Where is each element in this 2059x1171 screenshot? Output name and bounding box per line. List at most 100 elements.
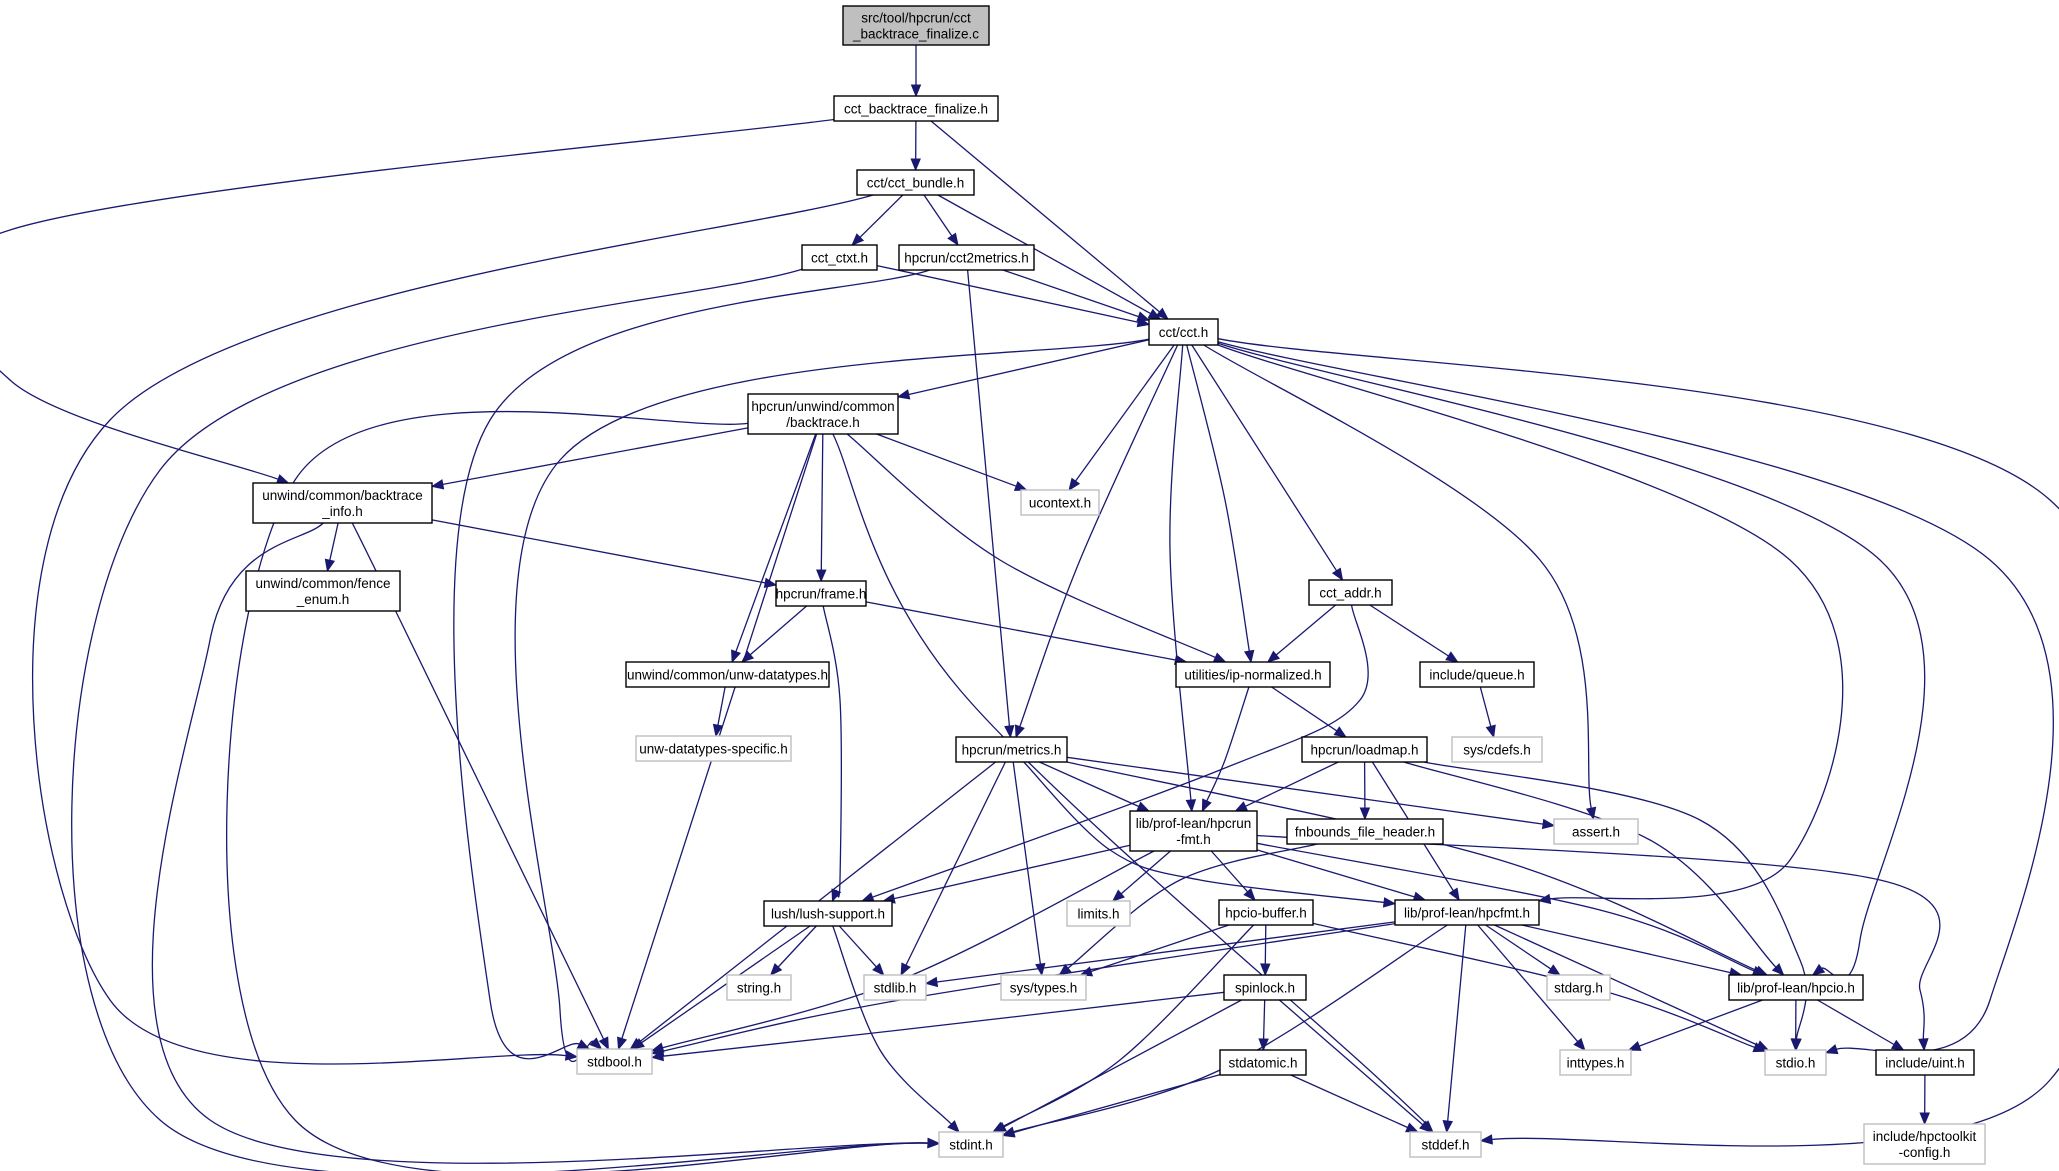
node-box[interactable] xyxy=(1875,1049,1975,1076)
node-limits: limits.h xyxy=(1066,900,1131,927)
node-hpciobuf[interactable]: hpcio-buffer.h xyxy=(1218,899,1314,926)
edge-bundle-to-ctxt xyxy=(859,194,904,238)
node-box[interactable] xyxy=(747,393,899,435)
arrowhead-icon xyxy=(1445,651,1459,663)
node-fence[interactable]: unwind/common/fence_enum.h xyxy=(245,570,401,612)
node-queue[interactable]: include/queue.h xyxy=(1419,661,1535,688)
node-box[interactable] xyxy=(898,244,1035,271)
edge-btinfo-to-frame xyxy=(431,519,766,584)
node-metrics[interactable]: hpcrun/metrics.h xyxy=(955,736,1068,763)
node-box[interactable] xyxy=(833,95,999,122)
arrowhead-icon xyxy=(910,84,922,98)
edge-hpcio-to-inttypes xyxy=(1638,999,1763,1047)
node-label: stdio.h xyxy=(1776,1056,1816,1071)
arrowhead-icon xyxy=(1004,725,1015,739)
node-lush[interactable]: lush/lush-support.h xyxy=(763,900,893,927)
node-bt[interactable]: hpcrun/unwind/common/backtrace.h xyxy=(747,393,899,435)
node-box[interactable] xyxy=(1218,899,1314,926)
arrowhead-icon xyxy=(1035,962,1046,977)
edge-hpcio-to-uint xyxy=(1817,999,1895,1046)
edge-hpcrunfmt-to-lush xyxy=(893,844,1131,900)
node-box xyxy=(726,974,792,1001)
node-hpcio[interactable]: lib/prof-lean/hpcio.h xyxy=(1728,974,1864,1001)
node-fnb[interactable]: fnbounds_file_header.h xyxy=(1286,818,1444,845)
node-unwdt[interactable]: unwind/common/unw-datatypes.h xyxy=(625,661,830,688)
arrowhead-icon xyxy=(1147,308,1162,320)
node-frame[interactable]: hpcrun/frame.h xyxy=(775,580,867,607)
edge-hpciobuf-to-stdio xyxy=(1312,922,1755,1049)
node-stdbool: stdbool.h xyxy=(576,1048,653,1075)
node-root[interactable]: src/tool/hpcrun/cct_backtrace_finalize.c xyxy=(842,5,990,46)
node-box[interactable] xyxy=(1129,810,1258,852)
node-box[interactable] xyxy=(1301,736,1428,763)
node-box[interactable] xyxy=(1419,661,1535,688)
node-ipnorm[interactable]: utilities/ip-normalized.h xyxy=(1175,661,1331,688)
node-unwdts: unw-datatypes-specific.h xyxy=(635,735,792,762)
node-cbf[interactable]: cct_backtrace_finalize.h xyxy=(833,95,999,122)
node-c2m[interactable]: hpcrun/cct2metrics.h xyxy=(898,244,1035,271)
node-label: cct_addr.h xyxy=(1319,586,1381,601)
arrowhead-icon xyxy=(1382,897,1397,908)
edge-hpcfmt-to-stdio xyxy=(1494,924,1759,1046)
node-box[interactable] xyxy=(625,661,830,688)
edge-hpcfmt-to-stdlib xyxy=(936,921,1396,983)
arrowhead-icon xyxy=(1333,726,1347,738)
node-hpcrunfmt[interactable]: lib/prof-lean/hpcrun-fmt.h xyxy=(1129,810,1258,852)
node-ctxt[interactable]: cct_ctxt.h xyxy=(801,244,878,271)
node-box[interactable] xyxy=(1148,318,1219,346)
node-box[interactable] xyxy=(1308,579,1393,606)
node-box xyxy=(1546,974,1611,1001)
node-label: hpcio-buffer.h xyxy=(1225,906,1307,921)
arrowhead-icon xyxy=(851,233,865,246)
edge-metrics-to-hpcfmt xyxy=(1023,761,1385,904)
node-btinfo[interactable]: unwind/common/backtrace_info.h xyxy=(252,482,433,524)
node-box[interactable] xyxy=(1728,974,1864,1001)
node-hpctkcfg: include/hpctoolkit-config.h xyxy=(1863,1123,1986,1165)
node-uint[interactable]: include/uint.h xyxy=(1875,1049,1975,1076)
node-box[interactable] xyxy=(842,5,990,46)
edge-bt-to-btinfo xyxy=(442,427,749,486)
edge-stdatomic-to-stdint xyxy=(1013,1073,1221,1134)
edge-frame-to-unwdt xyxy=(749,605,808,656)
node-box[interactable] xyxy=(856,169,975,196)
arrowhead-icon xyxy=(324,558,336,573)
node-box[interactable] xyxy=(955,736,1068,763)
edge-bt-to-unwdt xyxy=(735,433,817,652)
node-box[interactable] xyxy=(1286,818,1444,845)
edge-ctxt-to-cct xyxy=(876,264,1139,323)
arrowhead-icon xyxy=(1419,1120,1433,1133)
node-cct[interactable]: cct/cct.h xyxy=(1148,318,1219,346)
arrowhead-icon xyxy=(1585,806,1597,821)
node-loadmap[interactable]: hpcrun/loadmap.h xyxy=(1301,736,1428,763)
edge-bt-to-stdint xyxy=(226,410,929,1171)
node-box[interactable] xyxy=(1223,974,1307,1001)
node-box[interactable] xyxy=(763,900,893,927)
node-box[interactable] xyxy=(252,482,433,524)
node-bundle[interactable]: cct/cct_bundle.h xyxy=(856,169,975,196)
node-label: lush/lush-support.h xyxy=(771,907,885,922)
node-spinlock[interactable]: spinlock.h xyxy=(1223,974,1307,1001)
node-box[interactable] xyxy=(245,570,401,612)
node-box[interactable] xyxy=(1219,1049,1307,1076)
edge-cct-to-assert xyxy=(1203,344,1592,809)
node-stdatomic[interactable]: stdatomic.h xyxy=(1219,1049,1307,1076)
edge-ipnorm-to-hpcrunfmt xyxy=(1206,686,1250,802)
edge-ctxt-to-stdint xyxy=(71,268,929,1171)
node-box[interactable] xyxy=(1394,899,1540,926)
node-label: include/hpctoolkit xyxy=(1873,1129,1977,1144)
node-box xyxy=(1863,1123,1986,1165)
node-stdarg: stdarg.h xyxy=(1546,974,1611,1001)
node-hpcfmt[interactable]: lib/prof-lean/hpcfmt.h xyxy=(1394,899,1540,926)
node-cctaddr[interactable]: cct_addr.h xyxy=(1308,579,1393,606)
node-box[interactable] xyxy=(775,580,867,607)
arrowhead-icon xyxy=(1547,964,1561,976)
edge-cct-to-stdio xyxy=(1217,341,2054,1053)
edge-cbf-to-cct xyxy=(930,120,1160,313)
edge-c2m-to-cct xyxy=(1002,269,1139,318)
node-box[interactable] xyxy=(801,244,878,271)
edge-cbf-to-btinfo xyxy=(0,118,835,480)
arrowhead-icon xyxy=(1013,481,1028,491)
node-systypes: sys/types.h xyxy=(1000,974,1087,1001)
node-label: limits.h xyxy=(1077,907,1119,922)
node-box[interactable] xyxy=(1175,661,1331,688)
